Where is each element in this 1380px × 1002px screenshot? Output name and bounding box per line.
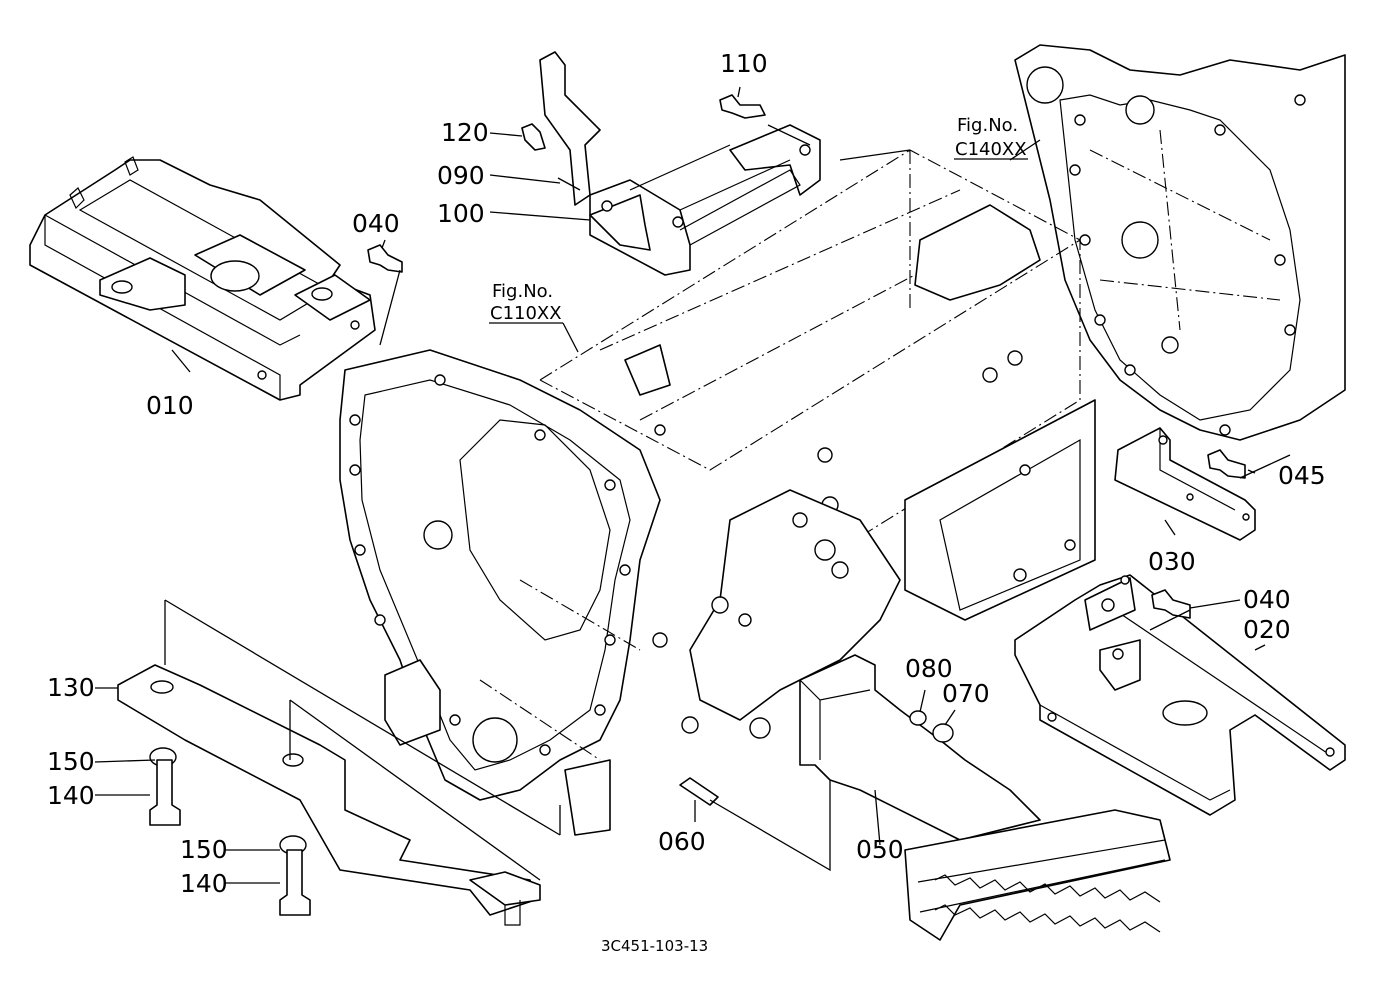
bracket-030: [1114, 427, 1256, 541]
callout-150-upper[interactable]: 150: [47, 747, 95, 776]
assembly-lines: [164, 139, 1291, 881]
fasteners: [149, 94, 1246, 916]
diagram-code: 3C451-103-13: [601, 937, 708, 955]
callouts: 010 040 090 100 110 120 045 030 040 020 …: [47, 49, 1326, 898]
callout-100[interactable]: 100: [437, 199, 485, 228]
engine-block: [1014, 44, 1346, 441]
support-frame: [539, 51, 821, 276]
callout-080[interactable]: 080: [905, 654, 953, 683]
figure-ref-code[interactable]: C140XX: [955, 139, 1027, 160]
figure-ref-c110xx[interactable]: Fig.No. C110XX: [489, 281, 579, 353]
callout-140-lower[interactable]: 140: [180, 869, 228, 898]
arm-130: [117, 664, 541, 926]
callout-010[interactable]: 010: [146, 391, 194, 420]
callout-070[interactable]: 070: [942, 679, 990, 708]
callout-140-upper[interactable]: 140: [47, 781, 95, 810]
callout-020[interactable]: 020: [1243, 615, 1291, 644]
callout-030[interactable]: 030: [1148, 547, 1196, 576]
callout-110[interactable]: 110: [720, 49, 768, 78]
callout-040-lower[interactable]: 040: [1243, 585, 1291, 614]
callout-060[interactable]: 060: [658, 827, 706, 856]
figure-ref-label: Fig.No.: [492, 281, 553, 302]
callout-150-lower[interactable]: 150: [180, 835, 228, 864]
callout-120[interactable]: 120: [441, 118, 489, 147]
transmission-case: [539, 149, 1096, 739]
callout-leaders: [94, 86, 1266, 884]
callout-040-upper[interactable]: 040: [352, 209, 400, 238]
figure-ref-c140xx[interactable]: Fig.No. C140XX: [954, 115, 1028, 160]
step-bracket-left: [29, 156, 376, 401]
callout-045[interactable]: 045: [1278, 461, 1326, 490]
figure-ref-code[interactable]: C110XX: [490, 303, 562, 324]
clutch-housing: [339, 349, 661, 836]
callout-130[interactable]: 130: [47, 673, 95, 702]
step-bracket-right: [1014, 574, 1346, 816]
callout-090[interactable]: 090: [437, 161, 485, 190]
callout-050[interactable]: 050: [856, 835, 904, 864]
step-050: [799, 654, 1171, 941]
figure-ref-label: Fig.No.: [957, 115, 1018, 136]
